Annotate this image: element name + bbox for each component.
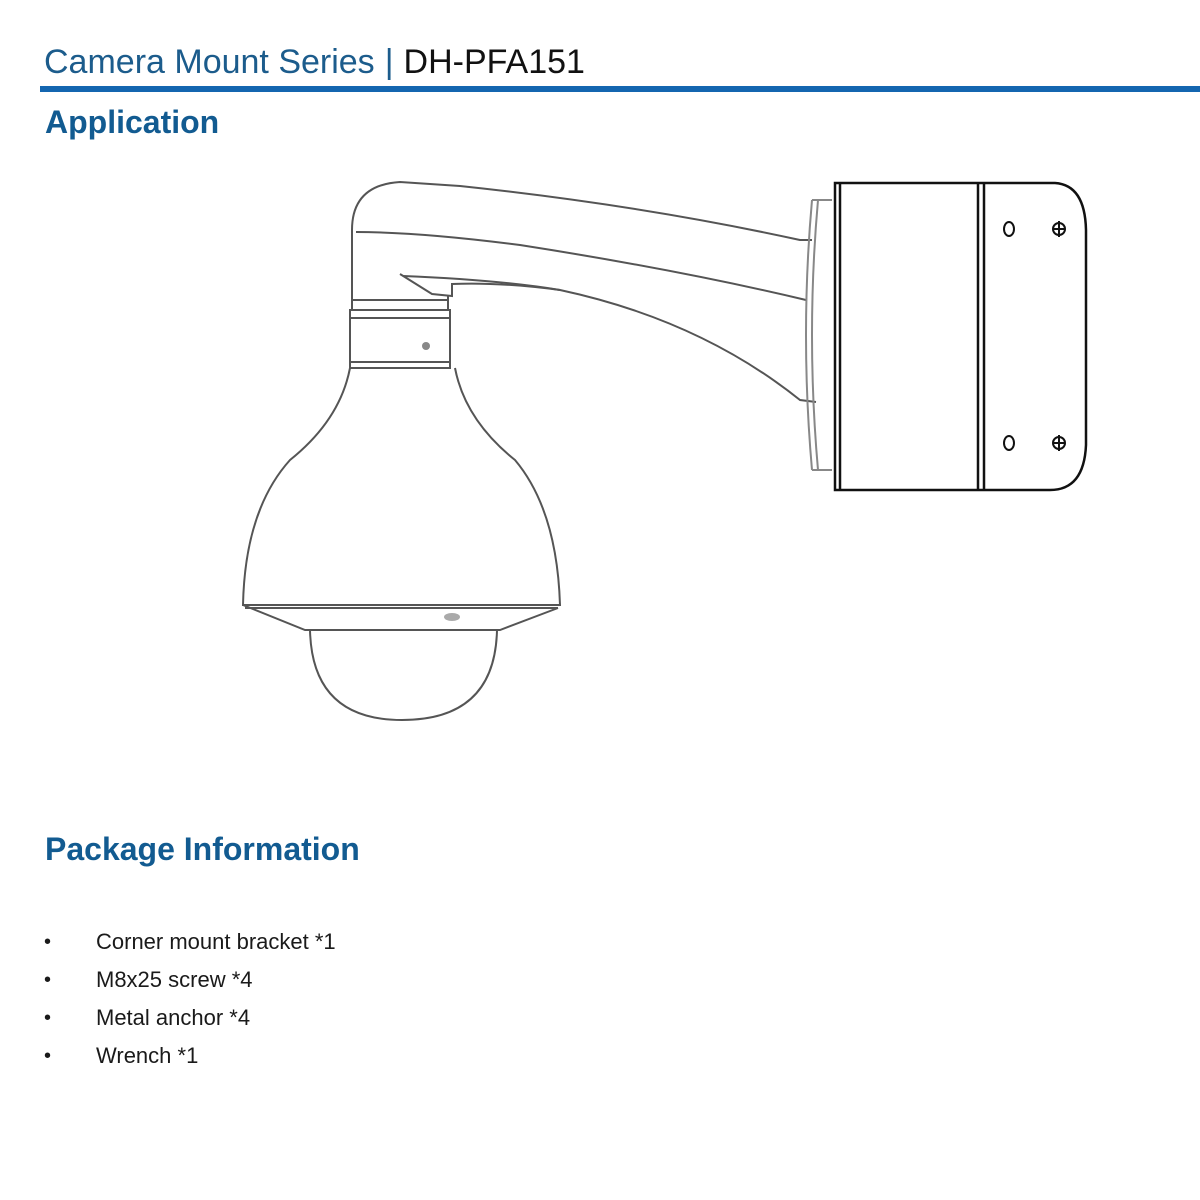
bullet-icon: • xyxy=(44,1045,52,1067)
item-text: Metal anchor *4 xyxy=(96,1005,251,1030)
list-item: • Metal anchor *4 xyxy=(44,1001,336,1039)
item-text: M8x25 screw *4 xyxy=(96,967,253,992)
camera-dome-drawing xyxy=(241,367,562,722)
bullet-icon: • xyxy=(44,969,52,991)
list-item: • Corner mount bracket *1 xyxy=(44,925,336,963)
item-text: Wrench *1 xyxy=(96,1043,199,1068)
wall-box-drawing xyxy=(833,181,1088,492)
package-items-list: • Corner mount bracket *1 • M8x25 screw *4… xyxy=(44,925,336,1077)
camera-mount-diagram xyxy=(241,180,1088,722)
list-item: • Wrench *1 xyxy=(44,1039,336,1077)
wall-plate-side-drawing xyxy=(805,199,832,471)
list-item: • M8x25 screw *4 xyxy=(44,963,336,1001)
application-heading: Application xyxy=(45,104,220,140)
item-text: Corner mount bracket *1 xyxy=(96,929,336,954)
model-number: DH-PFA151 xyxy=(403,43,585,81)
series-title: Camera Mount Series xyxy=(44,43,375,81)
title-separator: | xyxy=(384,43,394,81)
header-rule xyxy=(40,86,1200,92)
mounting-holes xyxy=(1003,221,1066,451)
camera-neck-drawing xyxy=(349,309,451,369)
bullet-icon: • xyxy=(44,931,52,953)
page-header: Camera Mount Series|DH-PFA151 xyxy=(44,40,585,84)
bullet-icon: • xyxy=(44,1007,52,1029)
package-information-heading: Package Information xyxy=(45,831,360,867)
